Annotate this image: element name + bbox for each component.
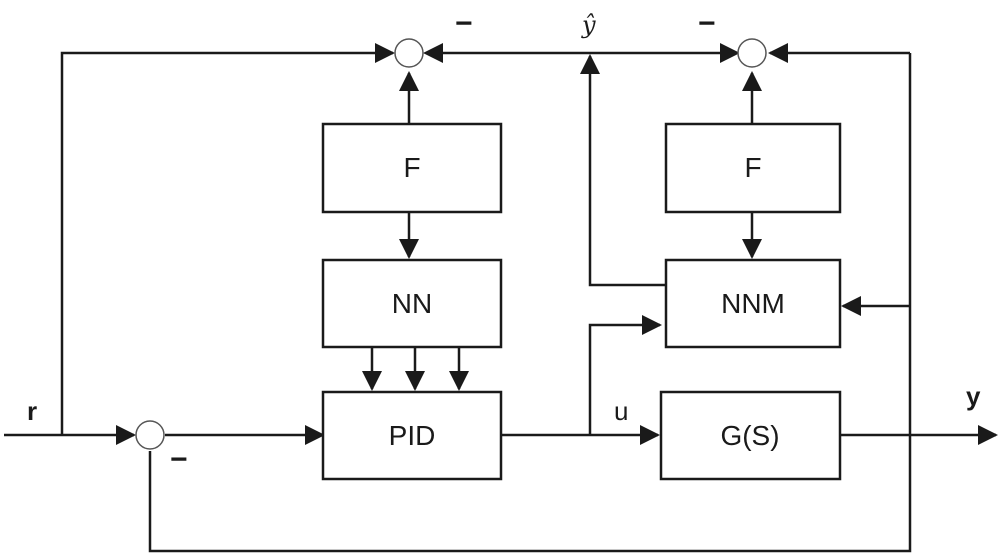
block-plant-box (659, 390, 842, 481)
r-to-left-top-sum-line (60, 43, 395, 435)
block-f-right: F (664, 122, 842, 214)
signal-y-label: y (966, 381, 981, 411)
block-nn-box (321, 258, 503, 349)
block-pid-box (321, 390, 503, 481)
block-f-right-box (664, 122, 842, 214)
block-nnm: NNM (664, 258, 842, 349)
signal-r-label: r (27, 396, 37, 426)
block-f-left-box (321, 122, 503, 214)
y-feedback-bottom-line (148, 53, 912, 553)
block-f-right-label: F (744, 152, 761, 183)
connections (4, 43, 998, 553)
right-top-summing-junction (737, 38, 767, 68)
block-f-left: F (321, 122, 503, 214)
block-nn: NN (321, 258, 503, 349)
main-sum-minus-sign: − (170, 443, 188, 476)
block-pid-label: PID (389, 420, 436, 451)
block-nnm-label: NNM (721, 288, 785, 319)
signal-u-label: u (614, 396, 628, 426)
left-top-summing-junction (394, 38, 424, 68)
right-top-sum-minus-sign: − (698, 7, 716, 40)
block-plant-label: G(S) (720, 420, 779, 451)
block-f-left-label: F (403, 152, 420, 183)
yhat-bus-arrow-left (423, 43, 443, 63)
block-plant: G(S) (659, 390, 842, 481)
signal-yhat-label: ŷ (581, 11, 596, 39)
block-nn-label: NN (392, 288, 432, 319)
block-pid: PID (321, 390, 503, 481)
nnm-to-yhat-line (580, 54, 666, 287)
yhat-bus-arrow-right (720, 43, 740, 63)
u-to-nnm-line (588, 315, 662, 435)
left-top-sum-minus-sign: − (455, 7, 473, 40)
block-nnm-box (664, 258, 842, 349)
main-summing-junction (135, 420, 165, 450)
